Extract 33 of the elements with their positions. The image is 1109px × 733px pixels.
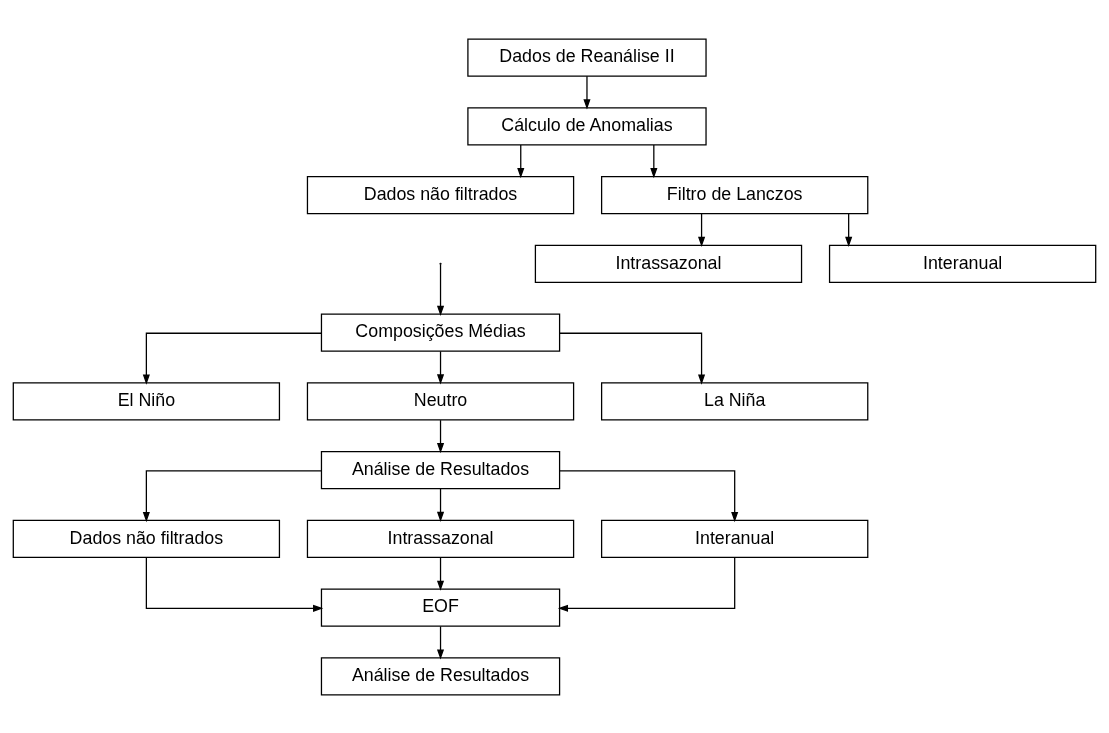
node-box: El Niño: [12, 381, 281, 420]
node-box: Dados de Reanálise II: [467, 37, 707, 77]
arrow: [517, 144, 525, 178]
node-box: Composições Médias: [320, 313, 561, 352]
node-box: Filtro de Lanczos: [601, 175, 869, 214]
arrow: [142, 332, 322, 385]
node-box: Neutro: [306, 381, 575, 420]
node-box: Dados não filtrados: [306, 175, 575, 214]
node-box: Cálculo de Anomalias: [467, 106, 707, 145]
arrow: [142, 469, 322, 522]
arrow: [559, 469, 739, 522]
arrow: [558, 332, 706, 385]
arrow: [698, 212, 706, 247]
node-box: EOF: [320, 588, 561, 627]
node-box: Análise de Resultados: [320, 656, 561, 696]
arrow: [436, 487, 445, 522]
arrow: [583, 75, 591, 109]
node-box: Dados não filtrados: [12, 519, 281, 558]
arrow: [436, 556, 445, 591]
arrow: [650, 144, 658, 178]
arrow: [436, 263, 445, 316]
node-box: Intrassazonal: [306, 519, 575, 558]
arrow: [145, 556, 324, 612]
arrow: [557, 556, 736, 612]
arrow: [436, 419, 445, 453]
arrow: [436, 350, 445, 385]
arrow: [845, 212, 853, 247]
arrow: [436, 625, 445, 660]
node-box: Análise de Resultados: [320, 450, 561, 489]
node-box: La Niña: [601, 381, 869, 420]
node-box: Interanual: [828, 244, 1097, 283]
node-box: Intrassazonal: [534, 244, 803, 283]
node-box: Interanual: [601, 519, 869, 558]
